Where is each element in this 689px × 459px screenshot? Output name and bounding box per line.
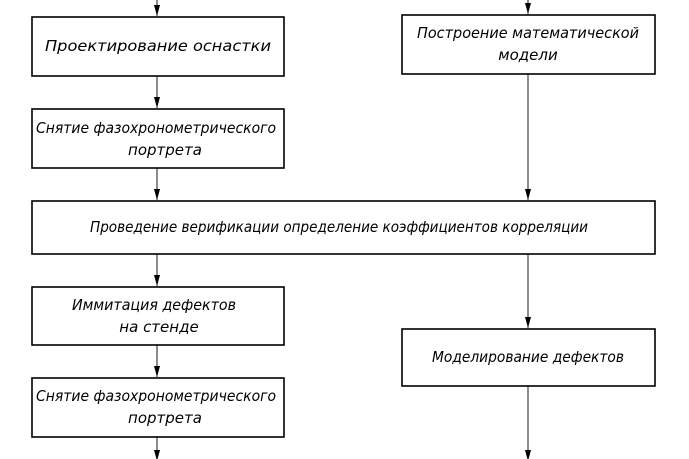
box-tooling-design-frame: [31, 16, 285, 77]
arrowhead-icon: [154, 5, 160, 16]
box-portrait-capture-2-label-line-1: Снятие фазохронометрического: [36, 387, 276, 405]
arrowhead-icon: [154, 366, 160, 377]
box-math-model-label-line-2: модели: [498, 46, 558, 64]
box-tooling-design: Проектирование оснастки: [31, 16, 285, 77]
box-defect-imitation-label-line-2: на стенде: [119, 318, 198, 336]
box-portrait-capture-1-label-line-2: портрета: [128, 141, 202, 159]
arrowhead-icon: [154, 450, 160, 459]
box-defect-modeling: Моделирование дефектов: [401, 328, 656, 387]
arrowhead-icon: [154, 97, 160, 108]
box-portrait-capture-2: Снятие фазохронометрического портрета: [31, 377, 285, 438]
box-verification-frame: [31, 200, 656, 255]
box-defect-modeling-frame: [401, 328, 656, 387]
arrowhead-icon: [154, 275, 160, 286]
box-portrait-capture-1-frame: [31, 108, 285, 169]
box-math-model-frame: [401, 14, 656, 75]
box-math-model: Построение математической модели: [401, 14, 656, 75]
arrowhead-icon: [525, 189, 531, 200]
box-verification-label: Проведение верификации определение коэфф…: [90, 218, 588, 236]
box-defect-modeling-label: Моделирование дефектов: [432, 348, 624, 366]
box-defect-imitation-label-line-1: Иммитация дефектов: [72, 296, 236, 314]
arrowhead-icon: [525, 317, 531, 328]
box-tooling-design-label: Проектирование оснастки: [45, 37, 271, 55]
box-verification: Проведение верификации определение коэфф…: [31, 200, 656, 255]
arrowhead-icon: [525, 450, 531, 459]
arrowhead-icon: [154, 189, 160, 200]
box-portrait-capture-1-label-line-1: Снятие фазохронометрического: [36, 119, 276, 137]
box-math-model-label-line-1: Построение математической: [417, 24, 639, 42]
box-portrait-capture-2-frame: [31, 377, 285, 438]
connectors: [154, 0, 160, 459]
box-portrait-capture-1: Снятие фазохронометрического портрета: [31, 108, 285, 169]
box-defect-imitation-frame: [31, 286, 285, 346]
connectors-right: [525, 0, 531, 459]
box-portrait-capture-2-label-line-2: портрета: [128, 409, 202, 427]
box-defect-imitation: Иммитация дефектов на стенде: [31, 286, 285, 346]
arrowhead-icon: [525, 3, 531, 14]
